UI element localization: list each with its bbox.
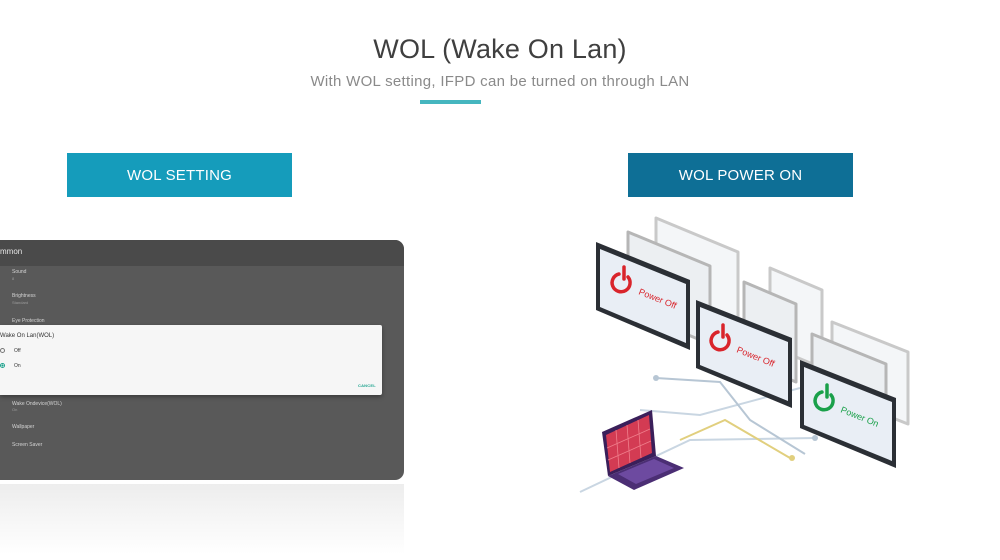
settings-header: mmon bbox=[0, 240, 404, 266]
title-underline bbox=[420, 100, 481, 104]
settings-item-wol[interactable]: Wake Ondevice(WOL) bbox=[12, 401, 62, 407]
screen-power-on: Power On bbox=[800, 360, 896, 468]
wol-option-on-radio[interactable] bbox=[0, 363, 5, 368]
settings-item-wallpaper[interactable]: Wallpaper bbox=[12, 424, 35, 430]
laptop-icon bbox=[602, 410, 684, 490]
settings-item-screen-saver[interactable]: Screen Saver bbox=[12, 442, 43, 448]
wol-option-off-radio[interactable] bbox=[0, 348, 5, 353]
wol-option-on-label[interactable]: On bbox=[14, 363, 21, 369]
screen-power-off-2: Power Off bbox=[696, 300, 792, 408]
settings-item-sound-value: 8 bbox=[12, 276, 15, 281]
power-off-icon bbox=[709, 323, 731, 352]
settings-item-brightness[interactable]: Brightness bbox=[12, 293, 36, 299]
settings-item-brightness-value: Standard bbox=[12, 300, 29, 305]
settings-item-eye-protection[interactable]: Eye Protection bbox=[12, 318, 45, 324]
power-on-icon bbox=[813, 383, 835, 412]
page-title: WOL (Wake On Lan) bbox=[373, 34, 627, 64]
wol-dialog-cancel-button[interactable]: CANCEL bbox=[358, 383, 376, 388]
wol-dialog-title: Wake On Lan(WOL) bbox=[0, 333, 55, 339]
wol-illustration: Power Off Power Off Power On bbox=[579, 216, 910, 493]
settings-item-wol-value: On bbox=[12, 407, 18, 412]
wol-power-on-button[interactable]: WOL POWER ON bbox=[628, 153, 853, 197]
page-subtitle: With WOL setting, IFPD can be turned on … bbox=[310, 73, 690, 90]
power-off-icon bbox=[610, 265, 632, 294]
wol-option-off-label[interactable]: Off bbox=[14, 348, 21, 354]
panel-reflection bbox=[0, 484, 404, 554]
settings-item-sound[interactable]: Sound bbox=[12, 269, 27, 275]
settings-title: mmon bbox=[0, 247, 23, 256]
wol-setting-button[interactable]: WOL SETTING bbox=[67, 153, 292, 197]
screen-power-off-1: Power Off bbox=[596, 242, 690, 350]
wol-dialog: Wake On Lan(WOL) Off On CANCEL bbox=[0, 325, 382, 395]
